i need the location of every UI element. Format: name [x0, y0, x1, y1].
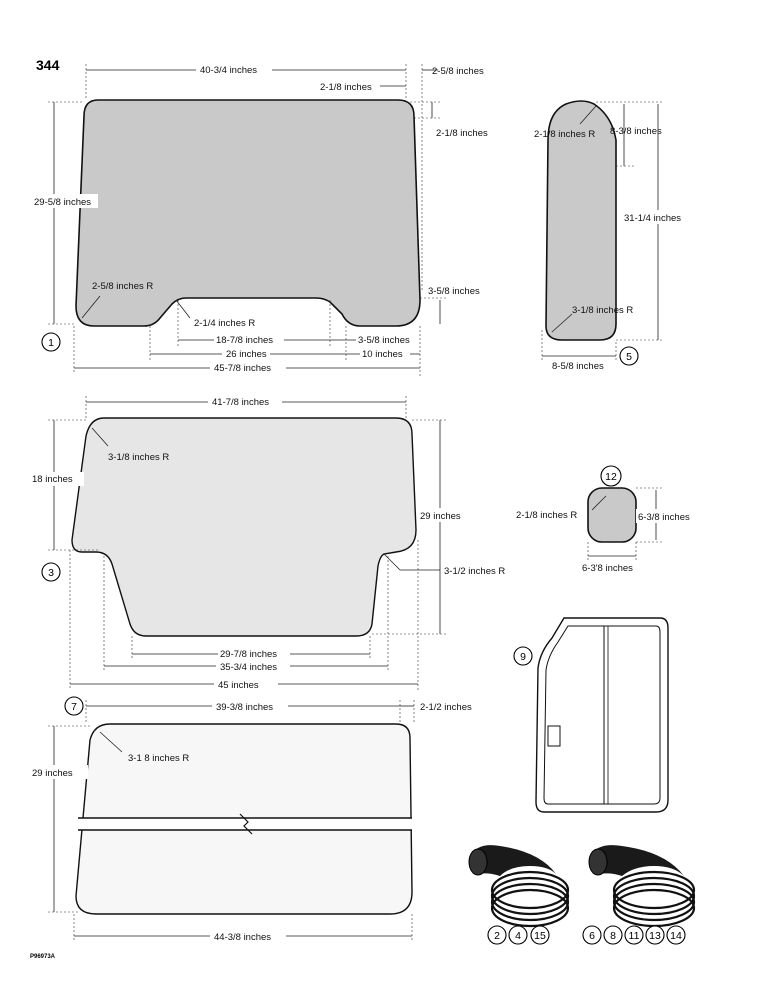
panel-5-height: 31-1/4 inches: [624, 213, 681, 224]
panel-1-right-span: 10 inches: [362, 349, 403, 360]
panel-1-notch-depth: 3-5/8 inches: [428, 286, 480, 297]
seal-roll-right: [588, 845, 696, 928]
panel-3-height: 29 inches: [420, 511, 461, 522]
seal-callouts-left: 2 4 15: [487, 925, 550, 945]
figure-code: P96973A: [30, 954, 56, 960]
panel-9-callout: 9: [520, 651, 526, 663]
panel-1-bottom-width: 45-7/8 inches: [214, 363, 271, 374]
panel-7-right-offset: 2-1/2 inches: [420, 702, 472, 713]
panel-3-rear-glass: 41-7/8 inches 3-1/8 inches R 18 inches 2…: [30, 394, 505, 691]
panel-3-radius-top: 3-1/8 inches R: [108, 452, 169, 463]
panel-1-center-span: 26 inches: [226, 349, 267, 360]
panel-12-glass-outline: [587, 487, 637, 543]
panel-12-callout: 12: [605, 471, 617, 483]
panel-7-callout: 7: [71, 701, 77, 713]
panel-9-latch: [547, 725, 561, 747]
panel-1-notch-side: 3-5/8 inches: [358, 335, 410, 346]
panel-1-windshield: 40-3/4 inches 2-5/8 inches 2-1/8 inches …: [32, 62, 488, 376]
panel-12-small-glass: 2-1/8 inches R 6-3/8 inches 6-3'8 inches…: [516, 465, 700, 574]
panel-5-width: 8-5/8 inches: [552, 361, 604, 372]
panel-9-frame-inner: [543, 625, 661, 805]
panel-5-top-height: 8-3/8 inches: [610, 126, 662, 137]
panel-7-radius: 3-1 8 inches R: [128, 753, 189, 764]
panel-1-radius-left: 2-5/8 inches R: [92, 281, 153, 292]
panel-7-break-mark: [239, 813, 253, 835]
panel-7-top-width: 39-3/8 inches: [216, 702, 273, 713]
seal-callout-right-2: 8: [610, 930, 616, 942]
seal-callout-right-4: 13: [649, 930, 661, 942]
panel-12-radius: 2-1/8 inches R: [516, 510, 577, 521]
panel-12-height: 6-3/8 inches: [638, 512, 690, 523]
panel-1-notch-width: 18-7/8 inches: [216, 335, 273, 346]
panel-5-callout: 5: [626, 351, 632, 363]
page-number: 344: [36, 57, 60, 73]
panel-1-height: 29-5/8 inches: [34, 197, 91, 208]
panel-9-door-frame: 9: [513, 617, 669, 813]
panel-5-radius-top: 2-1/8 inches R: [534, 129, 595, 140]
panel-3-bottom-width: 29-7/8 inches: [220, 649, 277, 660]
seal-callouts-right: 6 8 11 13 14: [582, 925, 686, 945]
seal-callout-right-1: 6: [589, 930, 595, 942]
panel-1-top-width: 40-3/4 inches: [200, 65, 257, 76]
panel-5-vent-glass: 2-1/8 inches R 8-3/8 inches 31-1/4 inche…: [534, 100, 694, 372]
panel-5-glass-outline: [545, 100, 617, 341]
panel-9-frame-outer: [535, 617, 669, 813]
seal-callout-right-5: 14: [670, 930, 682, 942]
seal-callout-left-1: 2: [494, 930, 500, 942]
panel-1-corner-b: 2-1/8 inches: [436, 128, 488, 139]
panel-1-glass-outline: [75, 99, 421, 327]
panel-1-right-offset: 2-5/8 inches: [432, 66, 484, 77]
panel-5-radius-bottom: 3-1/8 inches R: [572, 305, 633, 316]
seal-callout-right-3: 11: [629, 930, 640, 942]
panel-3-left-height: 18 inches: [32, 474, 73, 485]
panel-3-callout: 3: [48, 567, 54, 579]
panel-3-glass-outline: [71, 417, 417, 637]
panel-3-radius-step: 3-1/2 inches R: [444, 566, 505, 577]
panel-1-callout: 1: [48, 337, 54, 349]
panel-1-corner-a: 2-1/8 inches: [320, 82, 372, 93]
panel-1-radius-notch: 2-1/4 inches R: [194, 318, 255, 329]
seal-roll-left: [468, 845, 570, 928]
panel-3-mid-width: 35-3/4 inches: [220, 662, 277, 673]
seal-callout-left-3: 15: [534, 930, 546, 942]
panel-7-door-glass: 39-3/8 inches 2-1/2 inches 29 inches 3-1…: [30, 696, 472, 943]
panel-7-height: 29 inches: [32, 768, 73, 779]
panel-12-width: 6-3'8 inches: [582, 563, 633, 574]
panel-3-overall-width: 45 inches: [218, 680, 259, 691]
panel-3-top-width: 41-7/8 inches: [212, 397, 269, 408]
panel-7-bottom-width: 44-3/8 inches: [214, 932, 271, 943]
seal-callout-left-2: 4: [515, 930, 521, 942]
